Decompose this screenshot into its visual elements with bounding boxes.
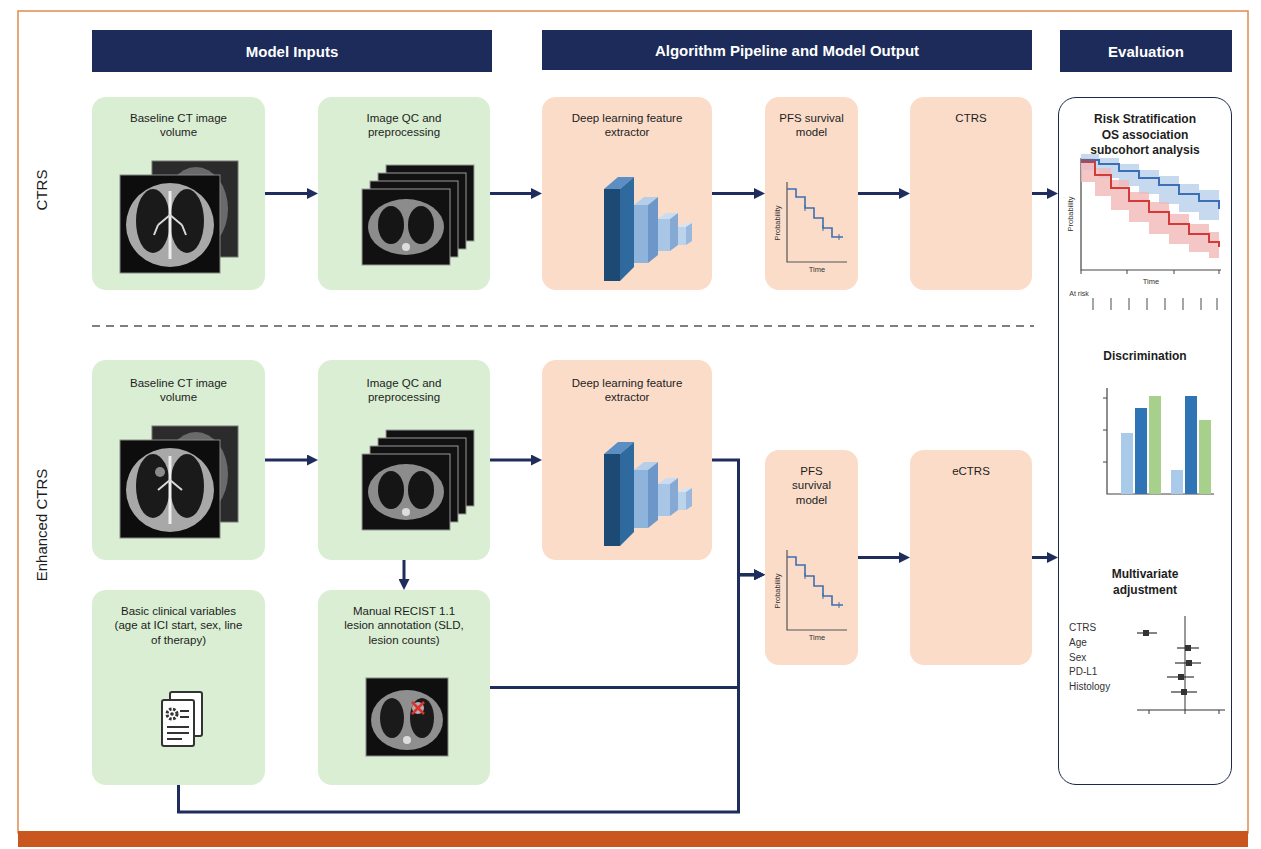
box-label: Image QC and preprocessing — [348, 111, 460, 140]
input-box: Manual RECIST 1.1 lesion annotation (SLD… — [318, 590, 490, 785]
connector-arrow — [265, 459, 310, 462]
box-label: CTRS — [921, 111, 1021, 125]
connector-arrow — [712, 460, 757, 575]
header-text: Algorithm Pipeline and Model Output — [655, 42, 919, 59]
neural-network-icon — [542, 97, 712, 290]
box-label: Basic clinical variables (age at ICI sta… — [115, 604, 243, 647]
header-text: Evaluation — [1108, 43, 1184, 60]
input-box: Baseline CT image volume — [92, 360, 265, 560]
input-box: Image QC and preprocessing — [318, 97, 490, 290]
input-box: Baseline CT image volume — [92, 97, 265, 290]
connector-arrow — [858, 556, 902, 559]
box-label: eCTRS — [921, 464, 1021, 478]
connector-arrow — [265, 192, 310, 195]
chart-label: Time — [1143, 278, 1159, 286]
ct-slice-stack — [318, 360, 490, 560]
neural-network-icon — [542, 360, 712, 560]
section-header: Algorithm Pipeline and Model Output — [542, 30, 1032, 70]
box-label: Deep learning feature extractor — [571, 111, 683, 140]
evaluation-heading: Discrimination — [1070, 349, 1220, 365]
evaluation-heading: Multivariate adjustment — [1093, 567, 1197, 598]
evaluation-panel: Risk Stratification OS association subco… — [1058, 97, 1232, 785]
ct-volume-image — [92, 97, 265, 290]
ct-slice-stack — [318, 97, 490, 290]
process-box: PFS survival modelProbabilityTime — [765, 450, 858, 665]
box-label: PFS survival model — [772, 111, 852, 140]
input-box: Basic clinical variables (age at ICI sta… — [92, 590, 265, 785]
connector-arrow — [179, 575, 758, 812]
box-label: Baseline CT image volume — [123, 111, 235, 140]
connector-arrow — [403, 560, 406, 582]
connector-arrow — [1032, 556, 1050, 559]
connector-arrow — [1032, 192, 1050, 195]
chart-label: PD-L1 — [1069, 666, 1097, 677]
section-header: Evaluation — [1060, 30, 1232, 72]
outer-frame — [18, 11, 1248, 833]
chart-label: Probability — [1067, 196, 1075, 231]
connector-arrow — [490, 459, 534, 462]
connector-arrow — [490, 192, 534, 195]
chart-label: At risk — [1069, 290, 1088, 298]
chart-label: Time — [809, 266, 825, 274]
chart-label: Probability — [774, 205, 782, 240]
box-label: Manual RECIST 1.1 lesion annotation (SLD… — [340, 604, 468, 647]
survival-curve-icon — [765, 97, 858, 290]
chart-label: Sex — [1069, 652, 1086, 663]
input-box: Image QC and preprocessing — [318, 360, 490, 560]
chart-label: Probability — [774, 573, 782, 608]
header-text: Model Inputs — [246, 43, 339, 60]
chart-label: CTRS — [1069, 622, 1096, 633]
clinical-document-icon — [92, 590, 265, 785]
connector-arrow — [490, 575, 757, 688]
box-label: Image QC and preprocessing — [348, 376, 460, 405]
process-box: Deep learning feature extractor — [542, 360, 712, 560]
bottom-bar — [18, 831, 1248, 847]
chart-label: Histology — [1069, 681, 1110, 692]
section-header: Model Inputs — [92, 30, 492, 72]
row-label: Enhanced CTRS — [34, 469, 51, 582]
connector-arrow — [858, 192, 902, 195]
process-box: PFS survival modelProbabilityTime — [765, 97, 858, 290]
chart-label: Age — [1069, 637, 1087, 648]
process-box: Deep learning feature extractor — [542, 97, 712, 290]
connector-arrow — [712, 192, 757, 195]
box-label: PFS survival model — [781, 464, 843, 507]
process-box: CTRS — [910, 97, 1032, 290]
row-divider — [92, 325, 1034, 327]
row-label: CTRS — [34, 170, 51, 211]
box-label: Baseline CT image volume — [123, 376, 235, 405]
chart-label: Time — [809, 634, 825, 642]
ct-volume-image — [92, 360, 265, 560]
evaluation-heading: Risk Stratification OS association subco… — [1084, 112, 1206, 159]
box-label: Deep learning feature extractor — [571, 376, 683, 405]
process-box: eCTRS — [910, 450, 1032, 665]
lesion-annotation-image — [318, 590, 490, 785]
